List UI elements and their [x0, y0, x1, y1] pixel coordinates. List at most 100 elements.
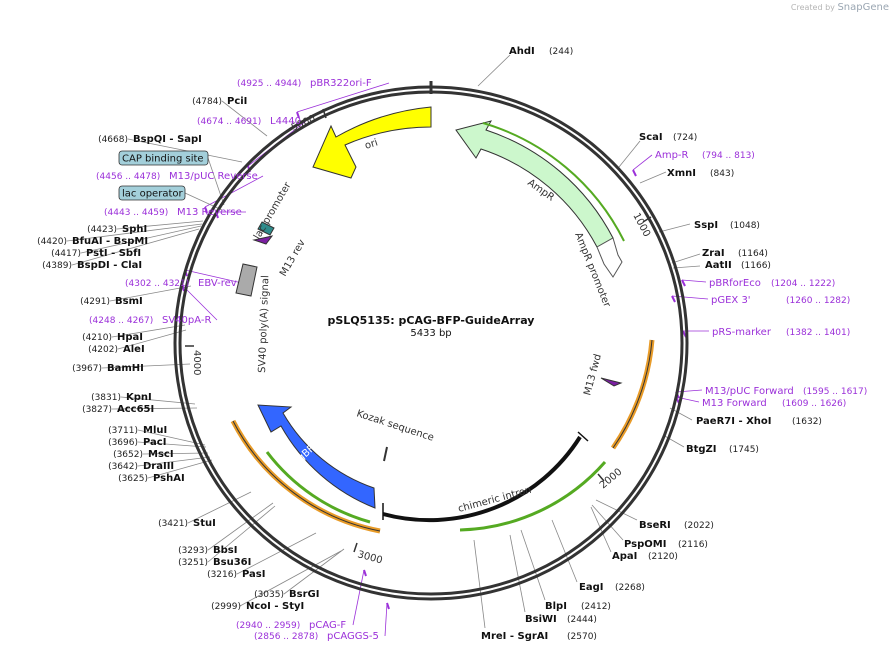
- site-name: BspDI - ClaI: [77, 260, 142, 271]
- primer-name: L4440: [270, 116, 301, 127]
- primer-leader: [352, 569, 365, 626]
- primer-pcag-f: (2940 .. 2959)pCAG-F: [236, 620, 346, 631]
- site-name: MluI: [143, 425, 167, 436]
- boxed-label-lac-operator: lac operator: [118, 185, 186, 201]
- site-position: (3642): [108, 462, 138, 472]
- site-position: (4210): [82, 333, 112, 343]
- tick-4000: 4000: [185, 345, 202, 375]
- site-leader-ahdi: [477, 54, 511, 87]
- site-stui: (3421)StuI: [158, 518, 216, 529]
- primer-name: pGEX 3': [711, 295, 751, 306]
- site-bspdi-clai: (4389)BspDI - ClaI: [42, 260, 142, 271]
- site-name: BseRI: [639, 520, 671, 531]
- primer-name: Amp-R: [655, 150, 689, 161]
- site-name: SphI: [122, 224, 147, 235]
- tick-label-4000: 4000: [191, 350, 202, 375]
- site-name: HpaI: [117, 332, 143, 343]
- site-name: AleI: [123, 344, 145, 355]
- primer-name: M13 Reverse: [177, 207, 242, 218]
- primer-mark: [681, 279, 686, 287]
- site-name: MreI - SgrAI: [481, 631, 548, 642]
- orange-strand-right: [610, 339, 655, 450]
- primer-prs-marker: pRS-marker(1382 .. 1401): [712, 327, 850, 338]
- site-position: (2268): [615, 583, 645, 593]
- site-hpai: (4210) HpaI: [82, 332, 143, 343]
- primer-name: M13 Forward: [702, 398, 767, 409]
- site-acc65i: (3827)Acc65I: [82, 404, 154, 415]
- site-bsmi: (4291)BsmI: [80, 296, 143, 307]
- site-position: (2022): [684, 521, 714, 531]
- feature-sv40: SV40 poly(A) signal: [235, 263, 271, 373]
- primer-l4440: (4674 .. 4691) L4440: [197, 116, 301, 127]
- site-leader-bsu36i: [207, 505, 276, 563]
- site-position: (3625): [118, 474, 148, 484]
- site-name: MscI: [148, 449, 174, 460]
- feature-kozak: Kozak sequence: [355, 408, 435, 462]
- primer-range: (4456 .. 4478): [96, 172, 160, 182]
- site-position: (4420): [37, 237, 67, 247]
- primer-range: (2856 .. 2878): [254, 632, 318, 642]
- site-position: (3711): [108, 426, 138, 436]
- site-leader-ncoi-styi: [239, 550, 342, 607]
- feature-label-chimeric-intron: chimeric intron: [457, 485, 533, 515]
- site-name: BtgZI: [686, 444, 717, 455]
- primer-range: (794 .. 813): [702, 151, 755, 161]
- primer-name: pCAGGS-5: [327, 631, 379, 642]
- site-name: NcoI - StyI: [246, 601, 304, 612]
- primer-leader: [681, 279, 707, 283]
- primer-name: pRS-marker: [712, 327, 772, 338]
- site-name: PacI: [143, 437, 166, 448]
- site-position: (2570): [567, 632, 597, 642]
- site-mrei-sgrai: MreI - SgrAI (2570): [481, 631, 597, 642]
- primer-range: (4443 .. 4459): [104, 208, 168, 218]
- site-position: (1632): [792, 417, 822, 427]
- site-leader-psti-sbfi: [80, 225, 202, 254]
- boxed-label-cap-binding-site: CAP binding site: [118, 150, 209, 166]
- site-position: (3831): [91, 393, 121, 403]
- site-leader-scai: [618, 140, 641, 168]
- site-leader-bfuai-bspmi: [66, 223, 203, 242]
- feature-tagbfp: TagBFP: [257, 404, 376, 509]
- boxed-label-bg: [118, 150, 209, 166]
- site-name: ScaI: [639, 132, 663, 143]
- credit-created-by: Created by: [790, 3, 835, 12]
- site-leader-bsiwi: [509, 534, 526, 613]
- site-leader-bbsi: [207, 502, 274, 551]
- site-sphi: (4423)SphI: [87, 224, 147, 235]
- plasmid-name: pSLQ5135: pCAG-BFP-GuideArray: [328, 314, 535, 327]
- site-blpi: BlpI(2412): [545, 601, 611, 612]
- site-leader-sspi: [658, 223, 691, 233]
- primer-leader: [632, 154, 653, 171]
- site-position: (2444): [567, 615, 597, 625]
- primer-leader: [204, 175, 264, 208]
- primer-range: (1204 .. 1222): [771, 279, 835, 289]
- site-name: KpnI: [126, 392, 152, 403]
- tick-3000: 3000: [353, 542, 384, 566]
- site-pshai: (3625)PshAI: [118, 473, 185, 484]
- tick-label-2000: 2000: [598, 467, 625, 492]
- site-position: (1166): [741, 261, 771, 271]
- site-position: (1745): [729, 445, 759, 455]
- site-ahdi: AhdI(244): [509, 46, 573, 57]
- site-leader-pshai: [147, 459, 213, 479]
- site-alei: (4202)AleI: [88, 344, 145, 355]
- primer-range: (2940 .. 2959): [236, 621, 300, 631]
- site-leader-pcii: [221, 100, 268, 137]
- site-leader-aatii: [672, 265, 701, 269]
- site-bspqi-sapi: (4668)BspQI - SapI: [98, 134, 202, 145]
- primer-mark: [363, 569, 367, 577]
- primer-range: (4674 .. 4691): [197, 117, 261, 127]
- site-leader-sphi: [116, 220, 204, 230]
- green-strand-bottom: [459, 461, 607, 532]
- site-scai: ScaI(724): [639, 132, 697, 143]
- site-name: PasI: [242, 569, 265, 580]
- primer-name: M13/pUC Forward: [705, 386, 794, 397]
- primer-ebv-rev: (4302 .. 4321)EBV-rev: [125, 278, 237, 289]
- primer-name: EBV-rev: [198, 278, 237, 289]
- site-xmni: XmnI(843): [667, 168, 734, 179]
- site-name: PstI - SbfI: [86, 248, 141, 259]
- feature-label-sv40: SV40 poly(A) signal: [257, 275, 271, 373]
- site-leader-pasi: [236, 532, 317, 575]
- site-bseri: BseRI (2022): [639, 520, 714, 531]
- site-position: (3035): [254, 590, 284, 600]
